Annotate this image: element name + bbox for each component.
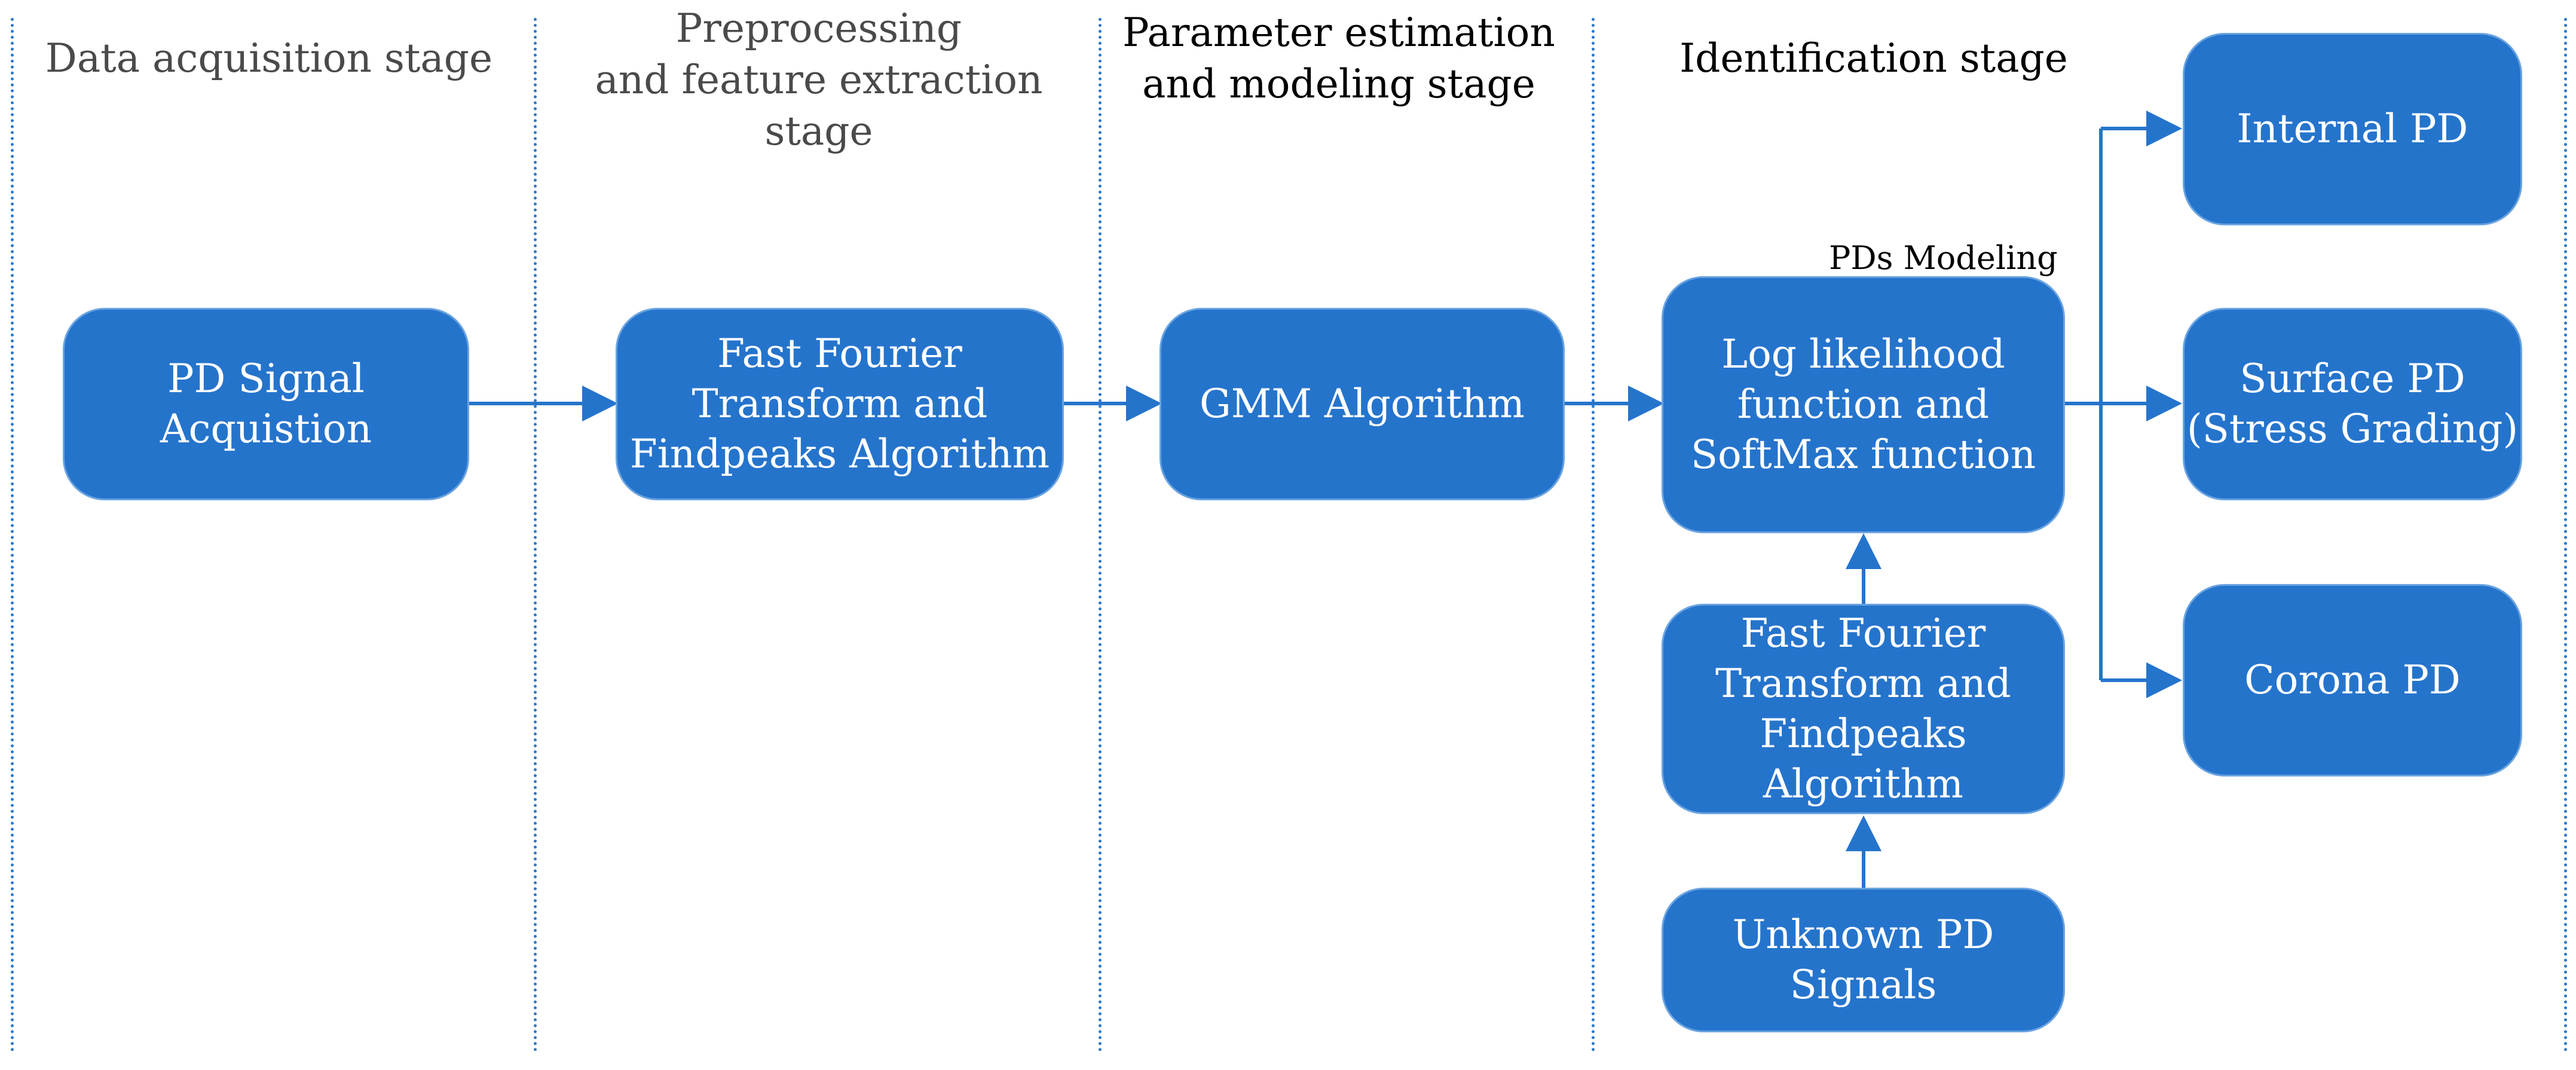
stage-divider-1 [534, 18, 537, 1052]
gmm-algorithm-label: GMM Algorithm [1200, 381, 1525, 427]
unknown-pd-signals-box: Unknown PD Signals [1662, 888, 2065, 1032]
internal-pd-label: Internal PD [2237, 106, 2468, 152]
fft-findpeaks-label: Fast Fourier Transform and Findpeaks Alg… [629, 331, 1050, 477]
log-likelihood-softmax-box: Log likelihood function and SoftMax func… [1662, 276, 2065, 533]
pd-signal-acquisition-box: PD Signal Acquistion [63, 308, 469, 500]
stage-title-preprocessing: Preprocessing and feature extraction sta… [595, 5, 1043, 154]
stage-divider-right-edge [2564, 18, 2567, 1052]
corona-pd-label: Corona PD [2244, 657, 2461, 703]
stage-divider-3 [1592, 18, 1595, 1052]
fft-findpeaks-box: Fast Fourier Transform and Findpeaks Alg… [616, 308, 1064, 500]
stage-divider-left-edge [11, 18, 14, 1052]
surface-pd-label: Surface PD (Stress Grading) [2186, 356, 2519, 452]
corona-pd-box: Corona PD [2183, 584, 2522, 776]
gmm-algorithm-box: GMM Algorithm [1159, 308, 1565, 500]
stage-title-data-acquisition: Data acquisition stage [45, 35, 493, 81]
stage-divider-2 [1099, 18, 1102, 1052]
log-likelihood-softmax-label: Log likelihood function and SoftMax func… [1690, 331, 2036, 478]
stage-title-identification: Identification stage [1679, 35, 2068, 81]
fft-findpeaks-unknown-box: Fast Fourier Transform and Findpeaks Alg… [1662, 604, 2065, 814]
internal-pd-box: Internal PD [2183, 33, 2522, 225]
unknown-pd-signals-label: Unknown PD Signals [1732, 912, 1994, 1008]
pds-modeling-label: PDs Modeling [1829, 239, 2058, 277]
pd-signal-acquisition-label: PD Signal Acquistion [160, 356, 372, 452]
fft-findpeaks-unknown-label: Fast Fourier Transform and Findpeaks Alg… [1715, 610, 2011, 807]
stage-title-parameter-estimation: Parameter estimation and modeling stage [1122, 10, 1555, 107]
surface-pd-box: Surface PD (Stress Grading) [2183, 308, 2522, 500]
